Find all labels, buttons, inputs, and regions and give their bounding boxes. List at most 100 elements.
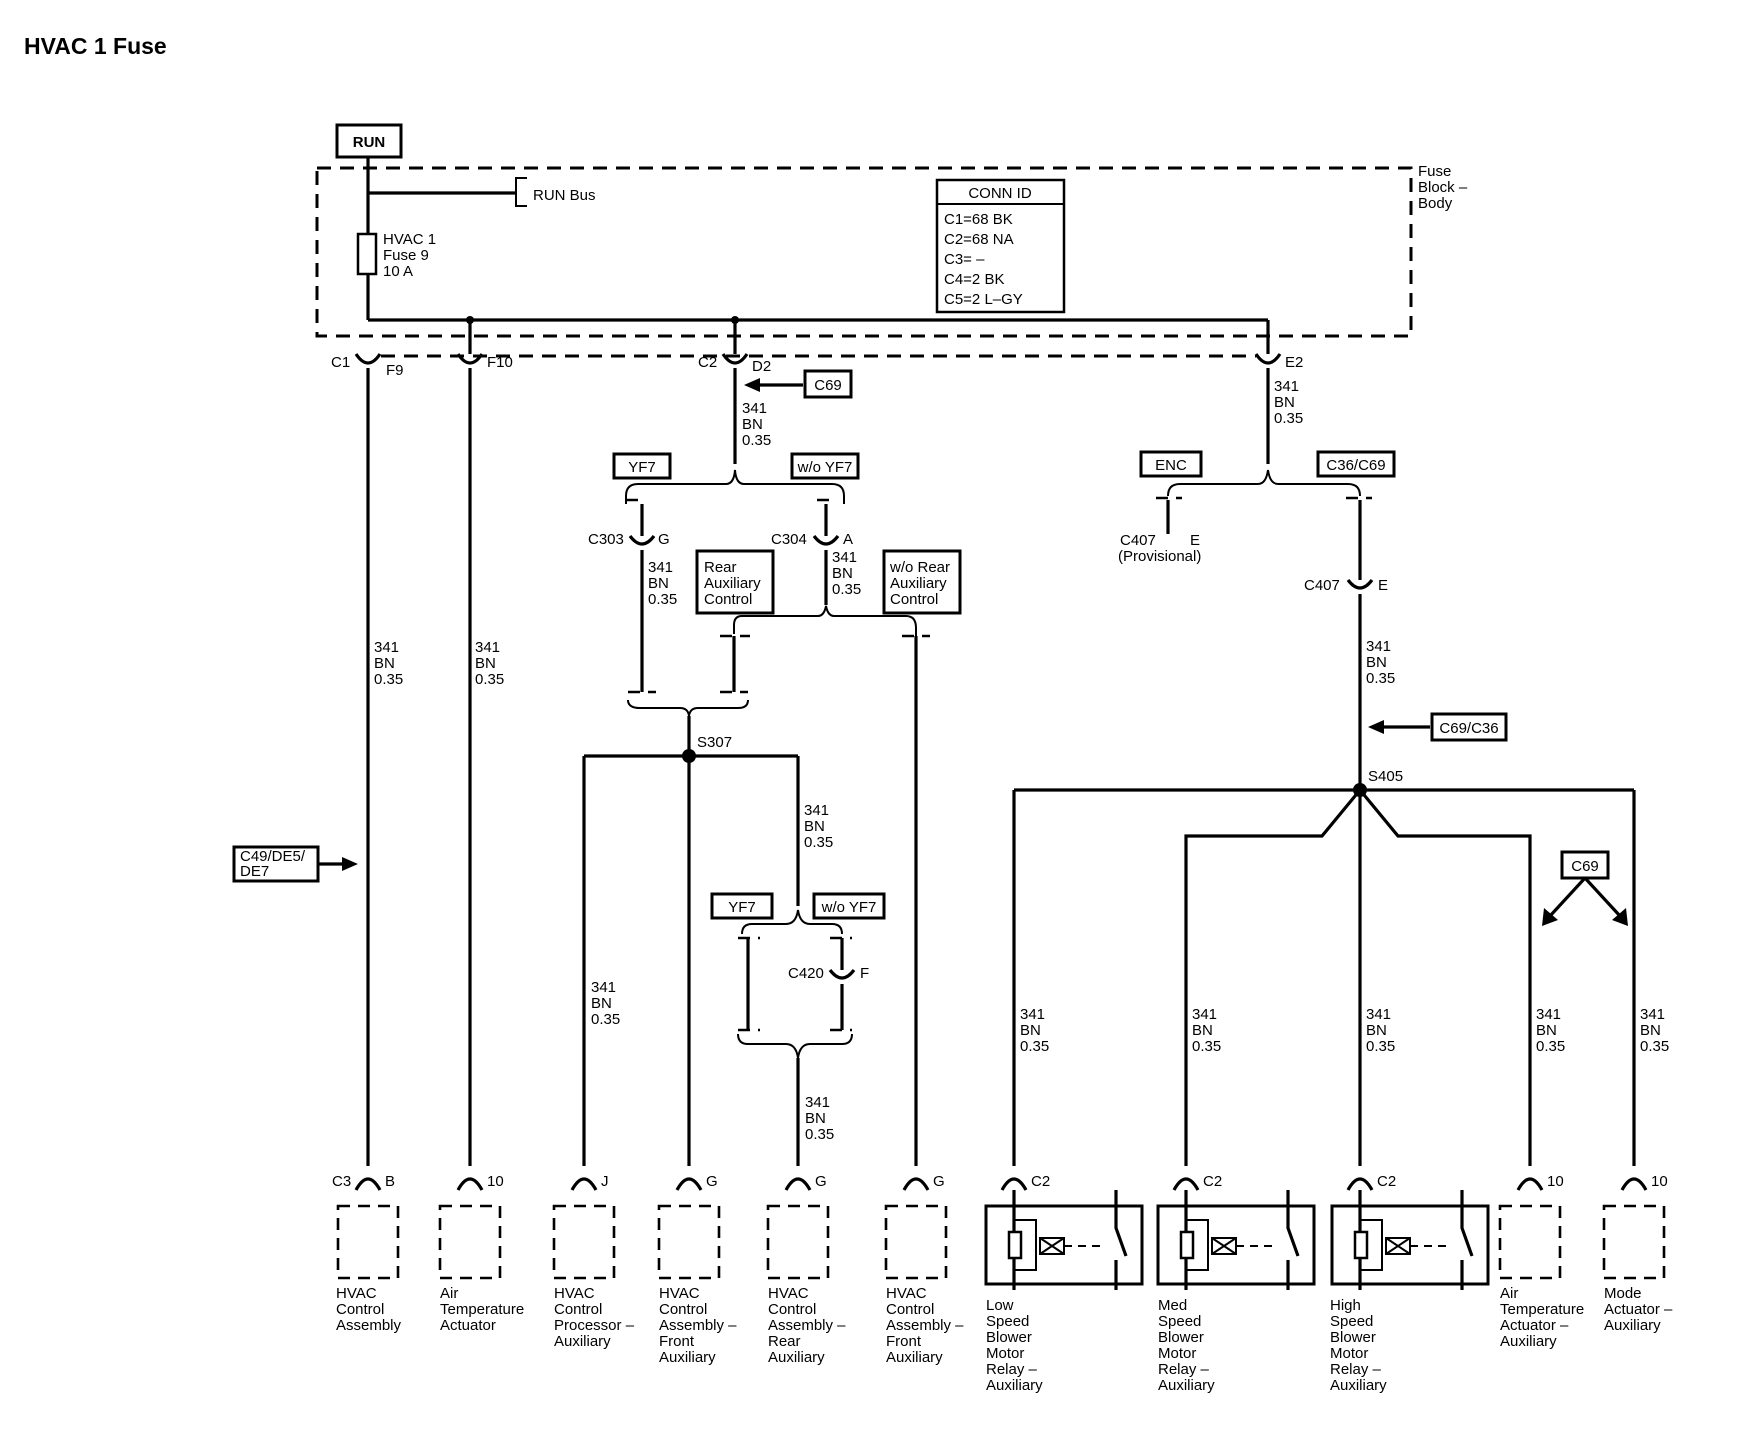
label-med-2: Speed	[1158, 1313, 1201, 1330]
conn-front-g: G	[706, 1173, 718, 1190]
label-front-5: Auxiliary	[659, 1349, 716, 1366]
label-med-5: Relay –	[1158, 1361, 1210, 1378]
conn-c407-e: E	[1378, 577, 1388, 594]
wire-e2-gauge: 0.35	[1274, 410, 1303, 427]
conn-c407-provisional: (Provisional)	[1118, 548, 1201, 565]
fuse-name-1: HVAC 1	[383, 231, 436, 248]
wire-c1-circuit: 341	[374, 639, 399, 656]
conn-rear-g: G	[815, 1173, 827, 1190]
label-high-1: High	[1330, 1297, 1361, 1314]
label-low-6: Auxiliary	[986, 1377, 1043, 1394]
wire-c304-gauge: 0.35	[832, 581, 861, 598]
c69-tag-lower: C69	[1571, 858, 1599, 875]
conn-c420: C420	[788, 965, 824, 982]
wire-c407-color: BN	[1366, 654, 1387, 671]
wire-f10-color: BN	[475, 655, 496, 672]
wire-high-color: BN	[1366, 1022, 1387, 1039]
wire-proc-circuit: 341	[591, 979, 616, 996]
label-low-3: Blower	[986, 1329, 1032, 1346]
yf7-tag-lower: YF7	[728, 899, 756, 916]
splice-s405: S405	[1368, 768, 1403, 785]
component-hvac-proc-aux	[552, 1204, 616, 1280]
rear-aux-tag-3: Control	[704, 591, 752, 608]
component-air-temp-aux	[1498, 1204, 1562, 1280]
label-air-2: Temperature	[440, 1301, 524, 1318]
wire-high-gauge: 0.35	[1366, 1038, 1395, 1055]
fuse-symbol	[356, 232, 378, 276]
label-mode-2: Actuator –	[1604, 1301, 1673, 1318]
label-proc-3: Processor –	[554, 1317, 635, 1334]
conn-c3-b: B	[385, 1173, 395, 1190]
conn-c303: C303	[588, 531, 624, 548]
fuse-block-label-1: Fuse	[1418, 163, 1451, 180]
label-hvac-ca-1: HVAC	[336, 1285, 377, 1302]
wire-mode-circuit: 341	[1640, 1006, 1665, 1023]
label-rear-3: Assembly –	[768, 1317, 846, 1334]
wire-rear-color: BN	[804, 818, 825, 835]
conn-med-c2: C2	[1203, 1173, 1222, 1190]
conn-c304-a: A	[843, 531, 853, 548]
component-mode-aux	[1602, 1204, 1666, 1280]
conn-c407-prov: C407	[1120, 532, 1156, 549]
component-hvac-rear-aux	[766, 1204, 830, 1280]
wire-f10-circuit: 341	[475, 639, 500, 656]
label-med-1: Med	[1158, 1297, 1187, 1314]
label-high-6: Auxiliary	[1330, 1377, 1387, 1394]
component-air-temp-actuator	[438, 1204, 502, 1280]
conn-c3: C3	[332, 1173, 351, 1190]
label-high-2: Speed	[1330, 1313, 1373, 1330]
splice-s307: S307	[697, 734, 732, 751]
wire-d2-color: BN	[742, 416, 763, 433]
conn-c2: C2	[698, 354, 717, 371]
conn-id-box	[935, 178, 1066, 314]
conn-c303-g: G	[658, 531, 670, 548]
c49-tag-2: DE7	[240, 863, 269, 880]
fuse-name-2: Fuse 9	[383, 247, 429, 264]
label-med-3: Blower	[1158, 1329, 1204, 1346]
conn-f10: F10	[487, 354, 513, 371]
conn-mode-10: 10	[1651, 1173, 1668, 1190]
conn-high-c2: C2	[1377, 1173, 1396, 1190]
run-label: RUN	[353, 134, 386, 151]
wire-d2-circuit: 341	[742, 400, 767, 417]
wire-airaux-circuit: 341	[1536, 1006, 1561, 1023]
wire-f10-gauge: 0.35	[475, 671, 504, 688]
label-med-6: Auxiliary	[1158, 1377, 1215, 1394]
label-proc-2: Control	[554, 1301, 602, 1318]
label-airaux-2: Temperature	[1500, 1301, 1584, 1318]
wire-airaux-color: BN	[1536, 1022, 1557, 1039]
conn-id-title: CONN ID	[968, 185, 1032, 202]
fuse-rating: 10 A	[383, 263, 413, 280]
wire-c407-circuit: 341	[1366, 638, 1391, 655]
conn-air-10: 10	[487, 1173, 504, 1190]
label-proc-4: Auxiliary	[554, 1333, 611, 1350]
run-bus-label: RUN Bus	[533, 187, 596, 204]
label-low-4: Motor	[986, 1345, 1024, 1362]
wire-rear2-color: BN	[805, 1110, 826, 1127]
conn-e2: E2	[1285, 354, 1303, 371]
conn-id-row-2: C2=68 NA	[944, 231, 1014, 248]
conn-c407: C407	[1304, 577, 1340, 594]
label-high-5: Relay –	[1330, 1361, 1382, 1378]
wire-c303-gauge: 0.35	[648, 591, 677, 608]
conn-c1: C1	[331, 354, 350, 371]
wire-low-circuit: 341	[1020, 1006, 1045, 1023]
fuse-block-enclosure	[315, 166, 1413, 338]
label-front-4: Front	[659, 1333, 695, 1350]
wire-airaux-gauge: 0.35	[1536, 1038, 1565, 1055]
relay-high	[1330, 1190, 1490, 1290]
wo-yf7-tag-lower: w/o YF7	[821, 899, 877, 916]
label-low-2: Speed	[986, 1313, 1029, 1330]
wire-c303-color: BN	[648, 575, 669, 592]
rear-aux-tag-1: Rear	[704, 559, 737, 576]
fuse-block-label-2: Block –	[1418, 179, 1468, 196]
page-title: HVAC 1 Fuse	[24, 33, 167, 59]
label-rear-2: Control	[768, 1301, 816, 1318]
label-front2-1: HVAC	[886, 1285, 927, 1302]
component-hvac-front-aux	[657, 1204, 721, 1280]
wire-c407-gauge: 0.35	[1366, 670, 1395, 687]
fuse-block-label-3: Body	[1418, 195, 1453, 212]
wire-rear2-gauge: 0.35	[805, 1126, 834, 1143]
conn-d2: D2	[752, 358, 771, 375]
wo-rear-aux-tag-3: Control	[890, 591, 938, 608]
